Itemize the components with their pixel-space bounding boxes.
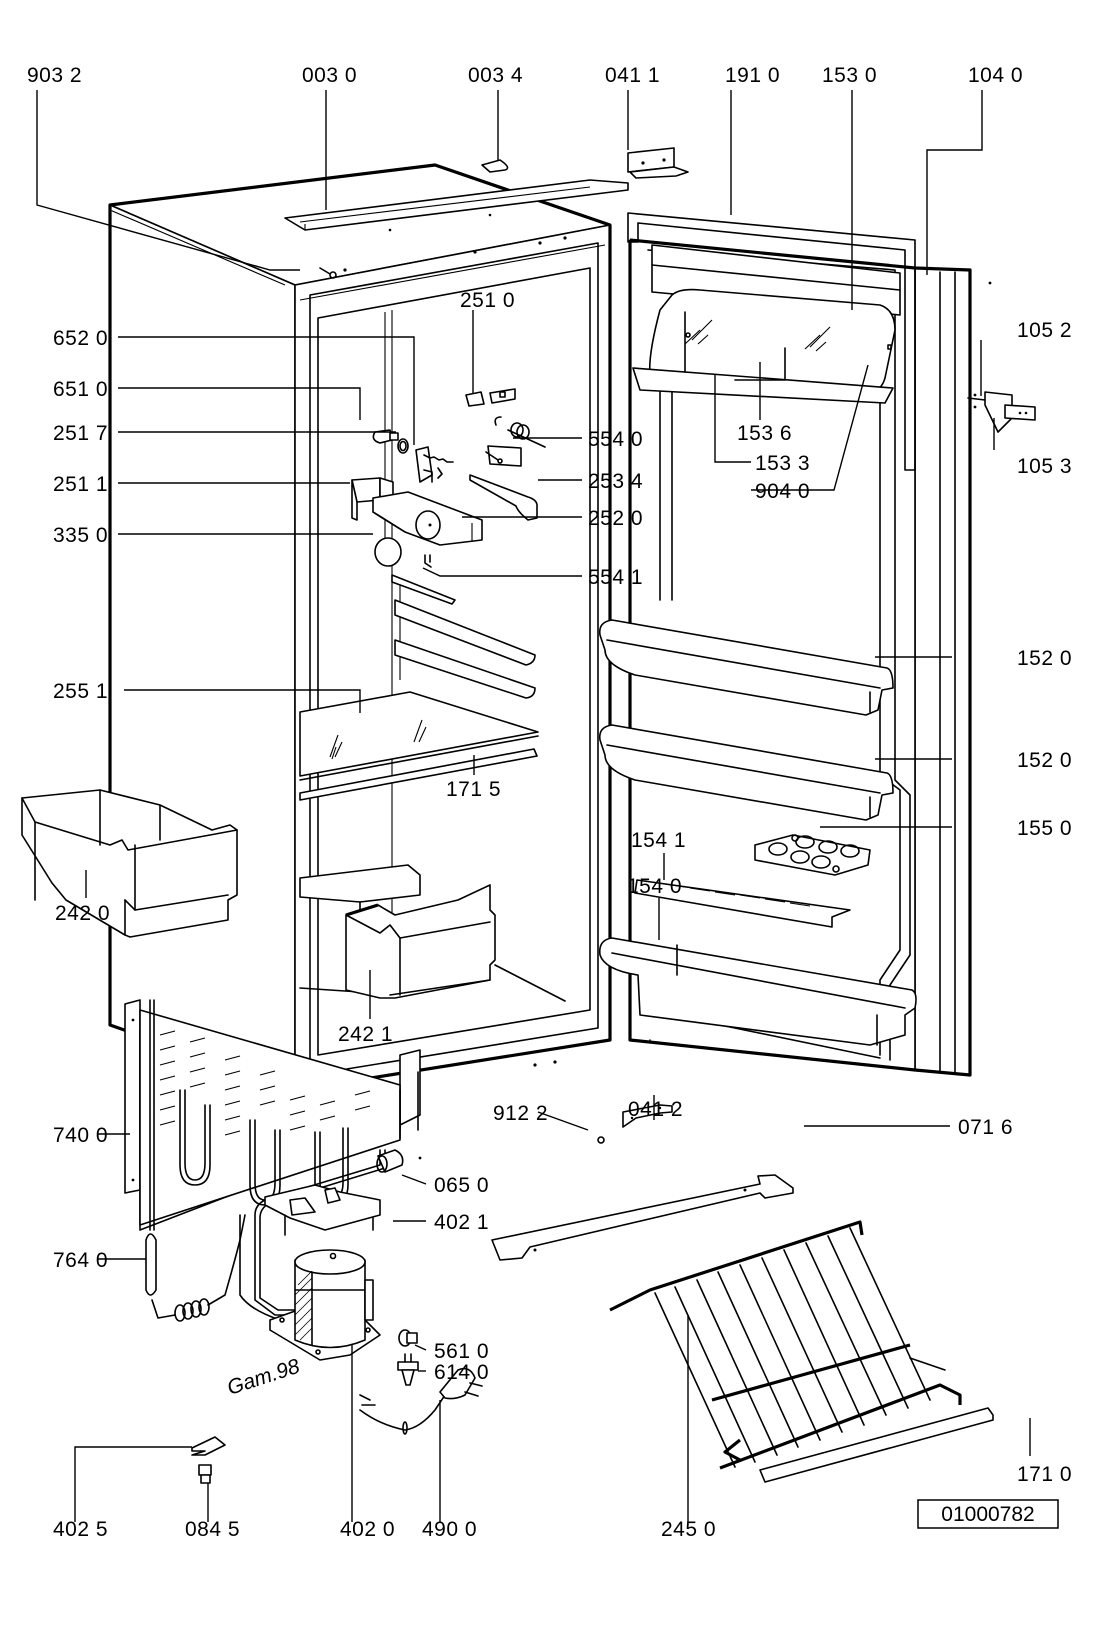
label-251-1: 251 1 bbox=[53, 473, 108, 496]
thermostat bbox=[485, 416, 546, 467]
compressor bbox=[269, 1249, 381, 1361]
label-171-5: 171 5 bbox=[446, 778, 501, 801]
shelf-trim bbox=[299, 748, 538, 801]
part-labels: 903 2 003 0 003 4 041 1 191 0 153 0 104 … bbox=[27, 64, 1072, 1541]
grommet bbox=[376, 1149, 404, 1173]
condenser bbox=[124, 999, 422, 1231]
label-490-0: 490 0 bbox=[422, 1518, 477, 1541]
crisper-drawer-front bbox=[345, 884, 566, 1002]
label-904-0: 904 0 bbox=[755, 480, 810, 503]
label-153-0: 153 0 bbox=[822, 64, 877, 87]
label-152-0-lower: 152 0 bbox=[1017, 749, 1072, 772]
label-003-4: 003 4 bbox=[468, 64, 523, 87]
label-561-0: 561 0 bbox=[434, 1340, 489, 1363]
label-105-2: 105 2 bbox=[1017, 319, 1072, 342]
label-084-5: 084 5 bbox=[185, 1518, 240, 1541]
upper-hinge-bracket bbox=[627, 147, 689, 179]
label-251-0: 251 0 bbox=[460, 289, 515, 312]
clip bbox=[424, 554, 432, 568]
lower-hinge-bracket bbox=[622, 1104, 673, 1128]
label-191-0: 191 0 bbox=[725, 64, 780, 87]
label-041-2: 041 2 bbox=[628, 1098, 683, 1121]
label-041-1: 041 1 bbox=[605, 64, 660, 87]
lamp-holder bbox=[415, 446, 454, 483]
label-003-0: 003 0 bbox=[302, 64, 357, 87]
compressor-mount bbox=[264, 1184, 381, 1236]
label-255-1: 255 1 bbox=[53, 680, 108, 703]
label-554-1: 554 1 bbox=[588, 566, 643, 589]
egg-tray bbox=[754, 834, 871, 876]
base-rail bbox=[491, 1174, 794, 1261]
door-shelf-1 bbox=[598, 619, 894, 716]
crisper-drawer-large bbox=[21, 789, 238, 938]
label-242-0: 242 0 bbox=[55, 902, 110, 925]
label-154-0: 154 0 bbox=[627, 875, 682, 898]
top-cover-rail bbox=[284, 179, 629, 231]
label-253-4: 253 4 bbox=[588, 470, 643, 493]
filter-drier bbox=[145, 999, 246, 1322]
label-154-1: 154 1 bbox=[631, 829, 686, 852]
door-shelf-2 bbox=[598, 724, 894, 821]
label-153-3: 153 3 bbox=[755, 452, 810, 475]
top-screw bbox=[319, 267, 337, 279]
leader-lines bbox=[36, 90, 1031, 1522]
label-614-0: 614 0 bbox=[434, 1361, 489, 1384]
rubber-foot bbox=[198, 1464, 212, 1484]
label-071-6: 071 6 bbox=[958, 1116, 1013, 1139]
wire-shelf bbox=[609, 1220, 962, 1470]
label-740-0: 740 0 bbox=[53, 1124, 108, 1147]
crisper-drawer-back bbox=[299, 864, 421, 993]
label-252-0: 252 0 bbox=[588, 507, 643, 530]
shelf-trim-lower bbox=[759, 1407, 994, 1483]
bottle-shelf bbox=[598, 937, 917, 1046]
label-652-0: 652 0 bbox=[53, 327, 108, 350]
door-gasket bbox=[627, 212, 916, 471]
label-245-0: 245 0 bbox=[661, 1518, 716, 1541]
label-335-0: 335 0 bbox=[53, 524, 108, 547]
drawing-number: 01000782 bbox=[941, 1503, 1034, 1526]
control-box bbox=[372, 491, 483, 546]
label-065-0: 065 0 bbox=[434, 1174, 489, 1197]
bottle-holder-rail bbox=[634, 879, 851, 928]
dairy-compartment bbox=[632, 244, 901, 404]
rail-clip bbox=[481, 159, 509, 173]
label-171-0: 171 0 bbox=[1017, 1463, 1072, 1486]
thermostat-knob bbox=[374, 537, 402, 567]
relay bbox=[397, 1353, 419, 1386]
label-554-0: 554 0 bbox=[588, 428, 643, 451]
lamp-bulb bbox=[372, 429, 399, 444]
label-104-0: 104 0 bbox=[968, 64, 1023, 87]
label-651-0: 651 0 bbox=[53, 378, 108, 401]
label-251-7: 251 7 bbox=[53, 422, 108, 445]
label-152-0-upper: 152 0 bbox=[1017, 647, 1072, 670]
label-242-1: 242 1 bbox=[338, 1023, 393, 1046]
label-153-6: 153 6 bbox=[737, 422, 792, 445]
control-parts bbox=[351, 388, 546, 568]
light-diffuser bbox=[469, 474, 538, 521]
handwritten-note: Gam.98 bbox=[224, 1355, 302, 1400]
label-plates bbox=[465, 388, 516, 407]
compressor-clip bbox=[191, 1436, 226, 1456]
screw bbox=[597, 1136, 605, 1144]
overload bbox=[398, 1329, 418, 1347]
label-402-5: 402 5 bbox=[53, 1518, 108, 1541]
label-402-1: 402 1 bbox=[434, 1211, 489, 1234]
thermostat-housing bbox=[351, 477, 394, 521]
drawing-number-box: 01000782 bbox=[917, 1499, 1059, 1529]
power-cord bbox=[359, 1367, 483, 1435]
label-903-2: 903 2 bbox=[27, 64, 82, 87]
label-155-0: 155 0 bbox=[1017, 817, 1072, 840]
label-105-3: 105 3 bbox=[1017, 455, 1072, 478]
label-912-2: 912 2 bbox=[493, 1102, 548, 1125]
label-764-0: 764 0 bbox=[53, 1249, 108, 1272]
hinge bbox=[967, 391, 1036, 433]
lamp-ring bbox=[397, 438, 409, 454]
label-402-0: 402 0 bbox=[340, 1518, 395, 1541]
